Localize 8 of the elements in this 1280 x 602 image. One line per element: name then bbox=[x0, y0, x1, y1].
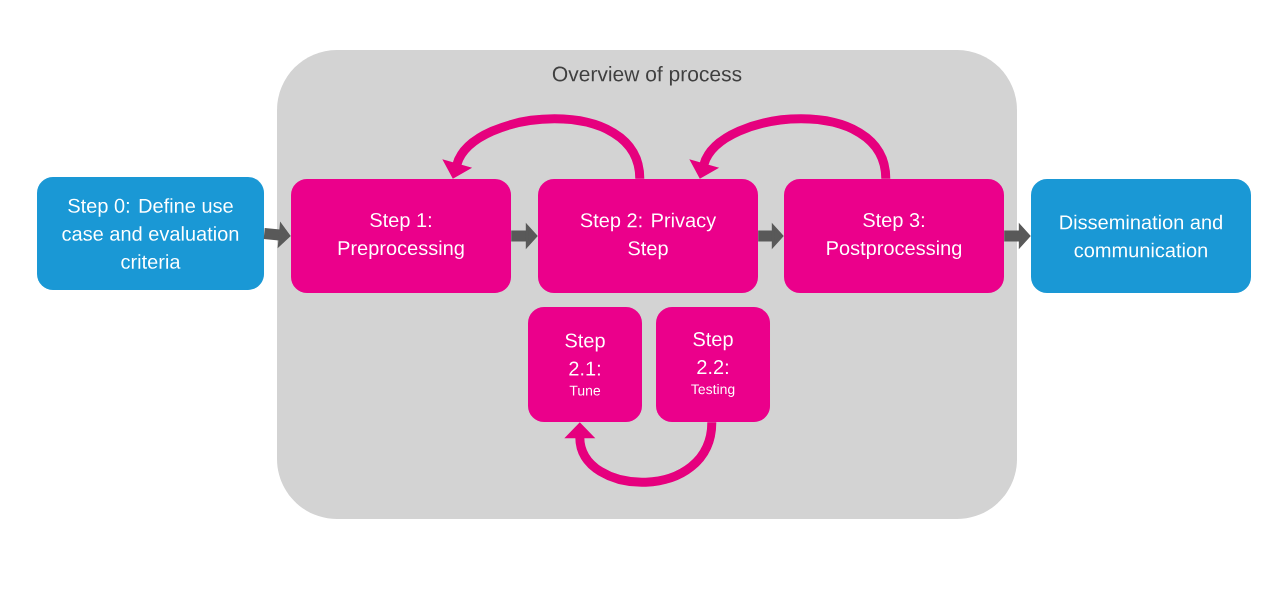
step-box: Step 1: Preprocessing bbox=[291, 179, 511, 293]
process-box: Dissemination and communication bbox=[1031, 179, 1251, 293]
step-box: Step 2.1: Tune bbox=[528, 307, 642, 422]
step-box: Step 2: Privacy Step bbox=[538, 179, 758, 293]
arrow bbox=[564, 421, 717, 487]
process-box: Step 0: Define use case and evaluation criteria bbox=[37, 177, 264, 290]
step-box: Step 2.2: Testing bbox=[656, 307, 770, 422]
step-box: Step 3: Postprocessing bbox=[784, 179, 1004, 293]
